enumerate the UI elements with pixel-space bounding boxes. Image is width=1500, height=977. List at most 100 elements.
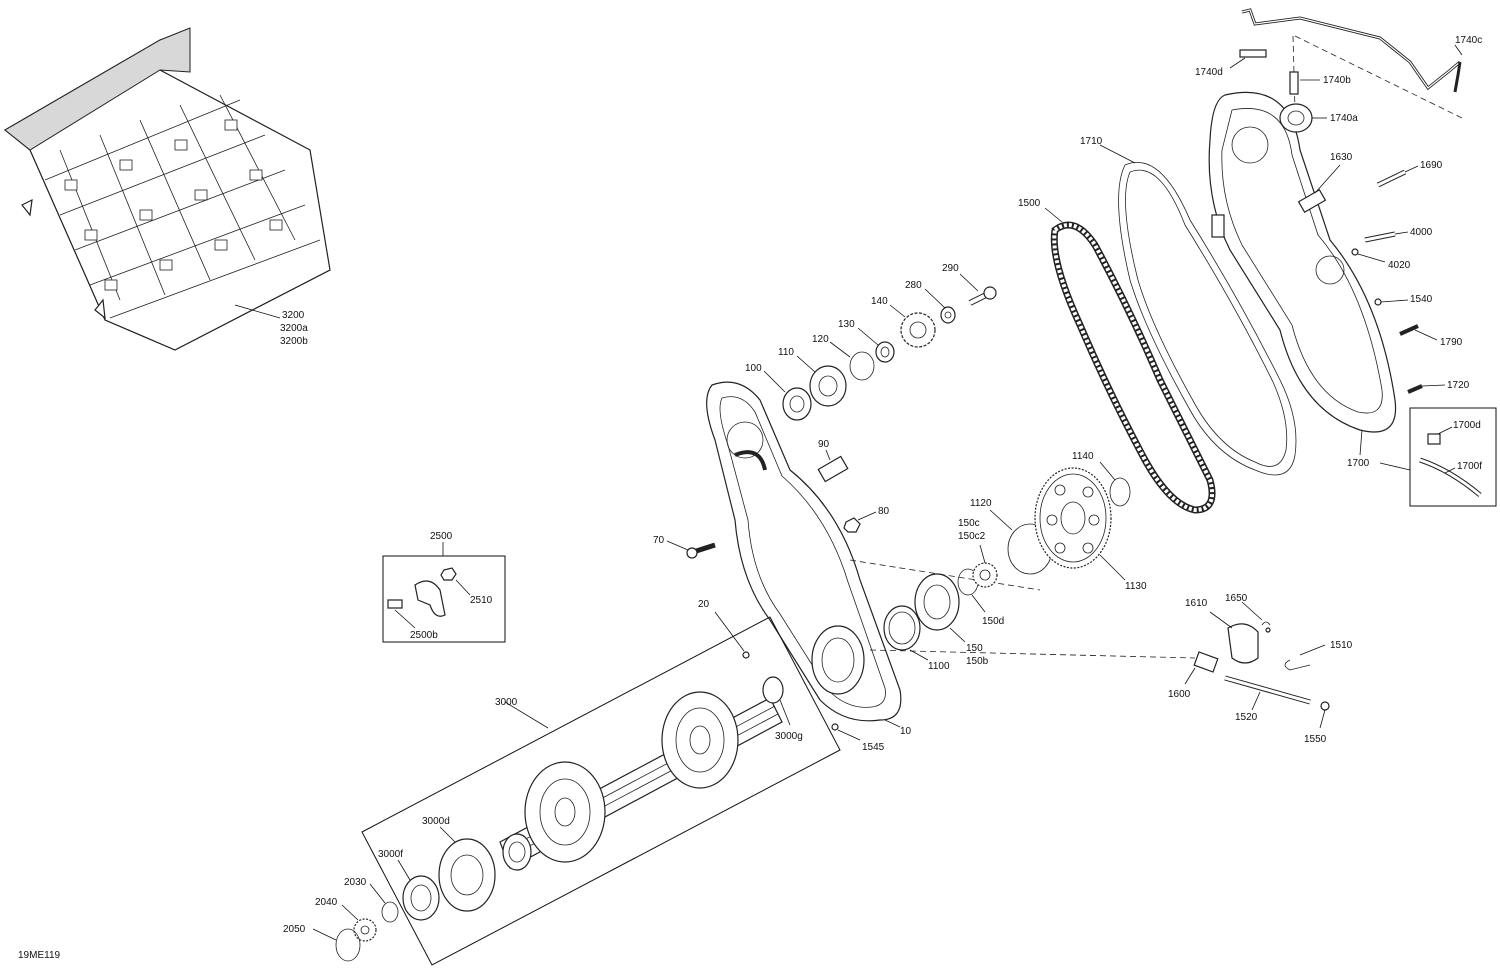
label-150d: 150d [982, 616, 1004, 627]
label-290: 290 [942, 263, 959, 274]
label-2050: 2050 [283, 924, 306, 935]
sprocket-140 [900, 312, 936, 348]
label-1140: 1140 [1072, 451, 1094, 462]
clip-1550 [1320, 701, 1330, 711]
label-1520: 1520 [1235, 712, 1258, 723]
label-1130: 1130 [1125, 581, 1147, 592]
label-150b: 150b [966, 656, 989, 667]
bearing-130 [875, 341, 895, 363]
label-150c2: 150c2 [958, 531, 986, 542]
sprocket-1130 [1034, 467, 1112, 569]
label-1700d: 1700d [1453, 420, 1481, 431]
kit-box-1700 [1409, 407, 1497, 507]
bearing-3000f [402, 875, 440, 921]
label-280: 280 [905, 280, 922, 291]
dowel-1630 [1297, 188, 1327, 214]
label-2500: 2500 [430, 531, 453, 542]
label-1550: 1550 [1304, 734, 1327, 745]
cover-1700 [1208, 91, 1397, 433]
label-1790: 1790 [1440, 337, 1463, 348]
label-1740b: 1740b [1323, 75, 1351, 86]
label-10: 10 [900, 726, 912, 737]
sprocket-2040 [353, 918, 377, 942]
label-90: 90 [818, 439, 830, 450]
label-1720: 1720 [1447, 380, 1470, 391]
label-1700f: 1700f [1457, 461, 1482, 472]
bearing-110 [809, 365, 847, 407]
chain-case-10 [706, 381, 902, 722]
seal-3000g [762, 676, 784, 704]
label-80: 80 [878, 506, 890, 517]
clip-1650 [1261, 621, 1271, 633]
seal-100 [782, 387, 812, 421]
label-1610: 1610 [1185, 598, 1208, 609]
nut-80 [843, 517, 861, 533]
spacer-2030 [381, 901, 399, 923]
dowel-90 [817, 455, 849, 483]
pin-1510 [1284, 659, 1311, 671]
label-100: 100 [745, 363, 762, 374]
label-1540: 1540 [1410, 294, 1433, 305]
label-1740a: 1740a [1330, 113, 1358, 124]
seal-1740a [1279, 103, 1313, 133]
circlip-2050 [335, 928, 361, 962]
label-150c: 150c [958, 518, 980, 529]
label-1650: 1650 [1225, 593, 1248, 604]
label-1710: 1710 [1080, 136, 1103, 147]
label-1740c: 1740c [1455, 35, 1482, 46]
label-70: 70 [653, 535, 665, 546]
label-120: 120 [812, 334, 829, 345]
label-110: 110 [778, 347, 794, 358]
label-3000: 3000 [495, 697, 518, 708]
circlip-120 [849, 351, 875, 381]
label-140: 140 [871, 296, 888, 307]
label-3200b: 3200b [280, 336, 308, 347]
label-1740d: 1740d [1195, 67, 1223, 78]
label-2500b: 2500b [410, 630, 438, 641]
bolt-1690 [1376, 169, 1407, 188]
sprocket-wheel-inner [661, 691, 739, 789]
bolt-290 [968, 286, 997, 306]
label-1500: 1500 [1018, 198, 1041, 209]
label-1120: 1120 [970, 498, 992, 509]
chain-1710 [1118, 161, 1297, 476]
bolt-4000 [1364, 231, 1396, 243]
label-3000d: 3000d [422, 816, 450, 827]
drive-axle-3000 [499, 691, 783, 871]
label-3200: 3200 [282, 310, 305, 321]
track-3200 [3, 27, 331, 351]
gear-150c [972, 562, 998, 588]
label-1510: 1510 [1330, 640, 1353, 651]
label-1600: 1600 [1168, 689, 1191, 700]
label-3000g: 3000g [775, 731, 803, 742]
label-2030: 2030 [344, 877, 367, 888]
fitting-1740b [1289, 71, 1299, 95]
plate-3000d [438, 838, 496, 912]
bearing-150 [914, 573, 960, 631]
bolt-1720 [1407, 384, 1423, 394]
label-130: 130 [838, 319, 855, 330]
kit-box-3000 [361, 616, 841, 966]
bolt-1790 [1399, 324, 1419, 336]
label-3000f: 3000f [378, 849, 403, 860]
kit-box-2500 [382, 555, 506, 643]
label-1545: 1545 [862, 742, 885, 753]
figure-code: 19ME119 [18, 950, 61, 961]
label-1700: 1700 [1347, 458, 1370, 469]
label-2040: 2040 [315, 897, 338, 908]
seal-1100 [883, 605, 921, 651]
circlip-1140 [1109, 477, 1131, 507]
tensioner-1610 [1227, 623, 1259, 664]
label-3200a: 3200a [280, 323, 308, 334]
label-1630: 1630 [1330, 152, 1353, 163]
label-2510: 2510 [470, 595, 493, 606]
chain-1500 [1050, 221, 1216, 514]
label-4000: 4000 [1410, 227, 1433, 238]
fitting-1740d [1239, 49, 1267, 58]
sprocket-wheel-outer [524, 761, 606, 863]
label-1690: 1690 [1420, 160, 1443, 171]
label-4020: 4020 [1388, 260, 1411, 271]
bolt-70 [686, 542, 716, 559]
label-20: 20 [698, 599, 710, 610]
